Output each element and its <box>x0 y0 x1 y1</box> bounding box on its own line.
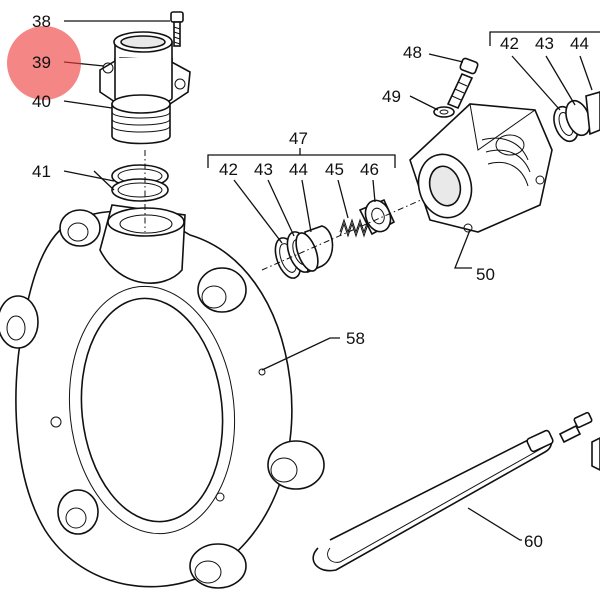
label-41[interactable]: 41 <box>32 162 51 181</box>
part-44-valve-cage-a[interactable] <box>292 225 334 274</box>
label-43-left[interactable]: 43 <box>254 160 273 179</box>
label-39[interactable]: 39 <box>32 53 51 72</box>
label-60[interactable]: 60 <box>524 532 543 551</box>
leader-lines <box>63 20 600 541</box>
housing-lugs <box>0 209 325 589</box>
label-58[interactable]: 58 <box>346 329 365 348</box>
part-49-washer[interactable] <box>433 106 455 118</box>
part-50-valve-manifold[interactable] <box>409 103 553 233</box>
label-44-left[interactable]: 44 <box>289 160 308 179</box>
part-60-tie-rod[interactable] <box>312 411 600 572</box>
label-49[interactable]: 49 <box>382 87 401 106</box>
label-38[interactable]: 38 <box>32 12 51 31</box>
part-58-housing[interactable] <box>0 204 325 589</box>
label-40[interactable]: 40 <box>32 92 51 111</box>
label-43-right[interactable]: 43 <box>535 34 554 53</box>
label-48[interactable]: 48 <box>403 43 422 62</box>
part-41-o-ring[interactable] <box>111 164 169 202</box>
part-38-bolt[interactable] <box>170 11 184 47</box>
label-46[interactable]: 46 <box>360 160 379 179</box>
label-47[interactable]: 47 <box>289 129 308 148</box>
part-48-bolt[interactable] <box>446 57 479 110</box>
highlight-marker <box>7 26 81 100</box>
label-44-right[interactable]: 44 <box>570 34 589 53</box>
part-44-valve-cage-b[interactable] <box>585 91 600 136</box>
label-45[interactable]: 45 <box>325 160 344 179</box>
label-42-left[interactable]: 42 <box>219 160 238 179</box>
part-40-threaded-connector[interactable] <box>111 94 171 145</box>
part-39-fitting[interactable] <box>99 31 191 105</box>
callout-labels: 38 39 40 41 47 42 43 44 45 46 48 49 42 4… <box>32 12 589 551</box>
label-42-right[interactable]: 42 <box>500 34 519 53</box>
part-46-valve-body[interactable] <box>358 197 396 236</box>
label-50[interactable]: 50 <box>476 265 495 284</box>
